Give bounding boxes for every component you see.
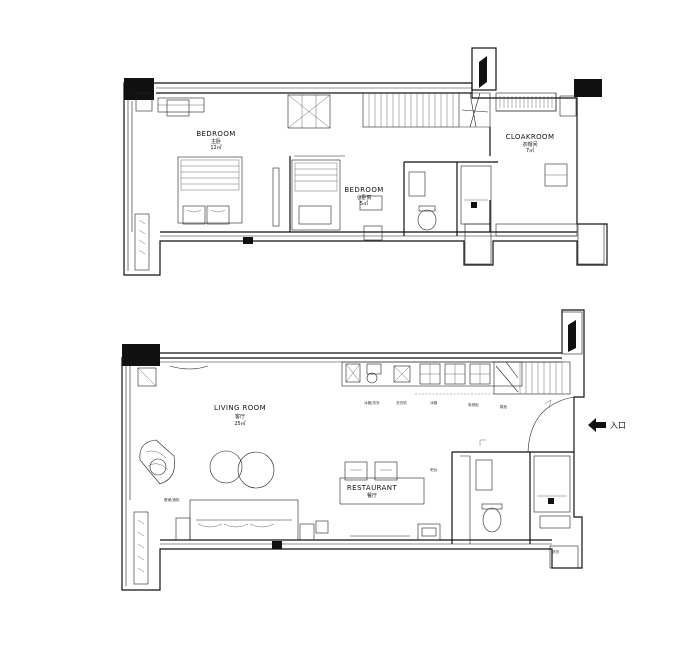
upper-floor-plan <box>123 47 608 276</box>
lower-outer-wall <box>121 309 585 591</box>
cloakroom-cn: 衣帽间 <box>522 141 537 148</box>
label-cloakroom: CLOAKROOM 衣帽间 7㎡ <box>506 133 555 154</box>
bedroom-small-cn: 小卧房 <box>356 194 371 201</box>
entrance-label: 入口 <box>610 421 626 430</box>
master-bed <box>177 156 243 224</box>
lower-floor-plan <box>121 309 606 591</box>
column-top-right <box>574 79 602 97</box>
upper-toilet <box>417 209 437 231</box>
living-room-area: 25㎡ <box>234 420 245 427</box>
armchair-plant <box>139 439 175 485</box>
note-fridge: 冰箱 <box>430 400 438 405</box>
lower-stairs <box>493 361 571 395</box>
bedroom-master-cn: 主卧 <box>211 138 221 145</box>
label-bedroom-small: BEDROOM 小卧房 5㎡ <box>344 186 383 207</box>
note-fridge-washer: 冰箱/洗衣 <box>364 400 380 405</box>
note-shoe-cabinet: 鞋柜 <box>500 404 508 409</box>
bedroom-small-area: 5㎡ <box>360 200 368 207</box>
dining-table <box>339 477 425 505</box>
column-lower-left <box>122 344 160 366</box>
note-laundry: 洗衣 <box>552 549 560 554</box>
restaurant-cn: 餐厅 <box>367 492 377 499</box>
bedroom-master-name: BEDROOM <box>196 130 235 138</box>
living-room-cn: 客厅 <box>235 413 245 420</box>
coffee-table-1 <box>209 450 243 484</box>
label-bedroom-master: BEDROOM 主卧 12㎡ <box>196 130 235 151</box>
cloakroom-area: 7㎡ <box>526 147 534 154</box>
lower-toilet <box>482 507 502 533</box>
coffee-table-2 <box>237 451 275 489</box>
note-tv-cabinet: 电视柜 <box>468 402 479 407</box>
upper-stairs <box>362 92 491 128</box>
small-bed <box>291 159 341 231</box>
entrance-arrow <box>588 418 606 432</box>
bedroom-master-area: 12㎡ <box>210 144 221 151</box>
living-room-name: LIVING ROOM <box>214 404 266 412</box>
label-living-room: LIVING ROOM 客厅 25㎡ <box>214 404 266 427</box>
upper-outer-wall <box>123 82 608 276</box>
label-restaurant: RESTAURANT 餐厅 <box>347 484 398 499</box>
note-bar: 吧台 <box>430 467 438 472</box>
kitchen-counter <box>341 361 523 395</box>
cloak-wardrobe <box>495 92 557 112</box>
bedroom-small-name: BEDROOM <box>344 186 383 194</box>
cloakroom-name: CLOAKROOM <box>506 133 555 141</box>
column-top-left <box>124 78 154 100</box>
entrance-door <box>527 396 575 454</box>
note-dining-wine: 餐桌/酒柜 <box>164 497 180 502</box>
restaurant-name: RESTAURANT <box>347 484 398 492</box>
note-washer: 洗衣机 <box>396 400 407 405</box>
